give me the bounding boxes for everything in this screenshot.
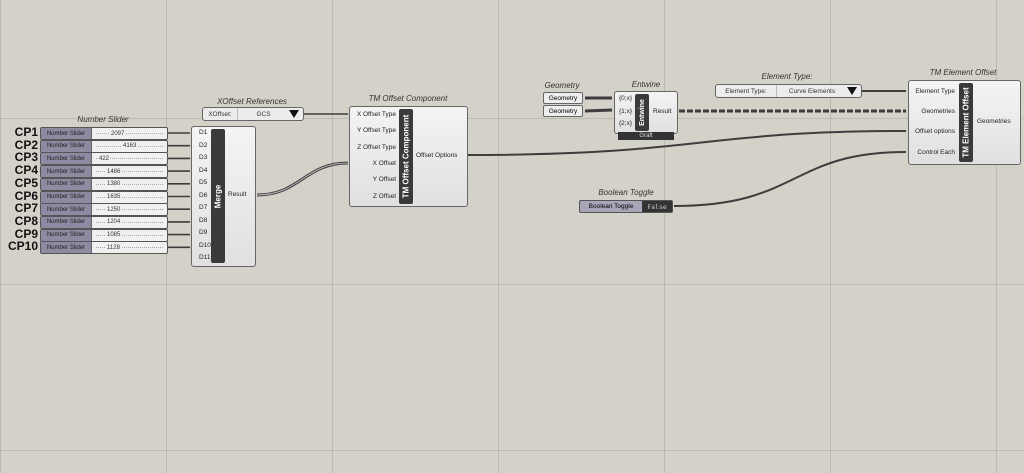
boolean-toggle-title: Boolean Toggle [598,188,654,197]
element-type-label: Element Type: [716,85,777,97]
offset-component-input[interactable]: Z Offset Type [357,143,396,151]
merge-input[interactable]: D4 [199,166,208,174]
number-slider[interactable]: Number Slider 2097 [40,127,168,140]
slider-label: Number Slider [41,229,92,241]
dropdown-arrow-icon[interactable] [289,110,299,118]
slider-name-label: CP7 [14,201,38,216]
merge-input[interactable]: D3 [199,154,208,161]
boolean-toggle-label: Boolean Toggle [588,203,634,210]
input-offset-options[interactable]: Offset options [915,128,955,135]
slider-label: Number Slider [41,191,92,203]
number-slider[interactable]: Number Slider 1128 [40,241,168,255]
slider-value[interactable]: 4163 [122,143,138,150]
element-type-dropdown[interactable]: Element Type: Curve Elements [715,84,862,98]
merge-input[interactable]: D8 [199,216,208,224]
merge-input[interactable]: D7 [199,204,208,211]
number-slider[interactable]: Number Slider 1250 [40,203,168,217]
number-slider[interactable]: Number Slider 1085 [40,228,168,242]
slider-name-label: CP10 [7,239,38,254]
boolean-toggle[interactable]: Boolean Toggle False [579,200,673,213]
xoffset-value: GCS [256,110,271,118]
element-type-value: Curve Elements [788,87,836,95]
offset-component-input[interactable]: Y Offset Type [356,127,396,135]
number-slider[interactable]: Number Slider 1486 [40,165,168,179]
xoffset-label: XOffset: [203,108,238,120]
slider-name-label: CP2 [14,137,38,152]
number-slider[interactable]: Number Slider 422 [40,152,168,166]
entwine-input-0[interactable]: {0;x} [619,95,633,102]
slider-name-label: CP5 [14,175,38,190]
slider-name-label: CP6 [14,188,38,203]
slider-value[interactable]: 1085 [106,232,122,239]
slider-value[interactable]: 1204 [106,219,122,226]
merge-label: Merge [211,129,225,263]
xoffset-dropdown[interactable]: XOffset: GCS [202,107,304,121]
merge-input[interactable]: D5 [199,179,208,186]
merge-input[interactable]: D6 [199,191,208,199]
input-control-each[interactable]: Control Each [917,149,955,156]
slider-label: Number Slider [41,153,92,165]
slider-label: Number Slider [41,242,92,254]
entwine-title: Entwine [631,80,661,89]
slider-name-label: CP9 [14,226,38,241]
element-offset-label: TM Element Offset [959,83,973,162]
offset-component-label: TM Offset Component [399,109,413,204]
tm-element-offset-component[interactable]: TM Element Offset Element Type Geometrie… [908,80,1021,165]
offset-component-input[interactable]: Y Offset [372,176,396,184]
number-slider[interactable]: Number Slider 1635 [40,190,168,204]
slider-label: Number Slider [41,166,92,178]
input-geometries[interactable]: Geometries [921,108,955,115]
slider-name-label: CP3 [14,150,38,165]
entwine-component[interactable]: Entwine {0;x} {1;x} {2;x} Result [614,91,678,134]
slider-label: Number Slider [41,216,92,228]
offset-component-input[interactable]: Z Offset [373,192,396,200]
merge-input[interactable]: D2 [199,141,208,149]
slider-value[interactable]: 1250 [106,206,122,213]
output-geometries[interactable]: Geometries [977,118,1011,125]
offset-component-input[interactable]: X Offset [372,159,396,167]
entwine-input-2[interactable]: {2;x} [619,120,633,127]
slider-label: Number Slider [41,128,92,139]
slider-name-label: CP1 [14,125,38,139]
element-type-title: Element Type: [761,72,813,81]
geometry-param-2[interactable]: Geometry [543,105,583,117]
graft-indicator: Graft [618,132,674,140]
number-slider[interactable]: Number Slider 1380 [40,177,168,191]
tm-offset-component[interactable]: TM Offset Component X Offset Type Y Offse… [349,106,468,207]
input-element-type[interactable]: Element Type [915,88,955,95]
offset-options-output[interactable]: Offset Options [416,152,458,159]
geometry-param-1[interactable]: Geometry [543,92,583,104]
merge-input[interactable]: D9 [199,229,208,236]
offset-component-title: TM Offset Component [368,94,448,103]
merge-input[interactable]: D11 [199,254,211,261]
number-slider[interactable]: Number Slider 1204 [40,215,168,229]
offset-component-input[interactable]: X Offset Type [356,111,396,118]
slider-name-label: CP4 [14,163,38,178]
slider-value[interactable]: 422 [98,155,111,162]
slider-value[interactable]: 1486 [106,168,122,175]
element-offset-title: TM Element Offset [929,68,997,77]
number-slider[interactable]: Number Slider 4163 [40,139,168,153]
geometry-title: Geometry [544,81,580,90]
merge-input[interactable]: D10 [199,241,211,249]
entwine-output-result[interactable]: Result [653,108,672,115]
slider-name-label: CP8 [14,213,38,228]
slider-value[interactable]: 1128 [106,244,121,251]
entwine-label: Entwine [635,94,649,131]
xoffset-title: XOffset References [217,97,287,106]
slider-value[interactable]: 2097 [110,130,126,137]
slider-label: Number Slider [41,140,92,152]
slider-value[interactable]: 1380 [106,181,122,188]
slider-value[interactable]: 1635 [106,194,122,200]
slider-label: Number Slider [41,204,92,216]
slider-label: Number Slider [41,178,92,190]
boolean-toggle-value[interactable]: False [642,201,672,212]
number-slider-title: Number Slider [77,115,129,124]
entwine-input-1[interactable]: {1;x} [619,108,633,115]
merge-input[interactable]: D1 [199,129,208,136]
merge-output-result[interactable]: Result [228,191,247,198]
dropdown-arrow-icon[interactable] [847,87,857,95]
